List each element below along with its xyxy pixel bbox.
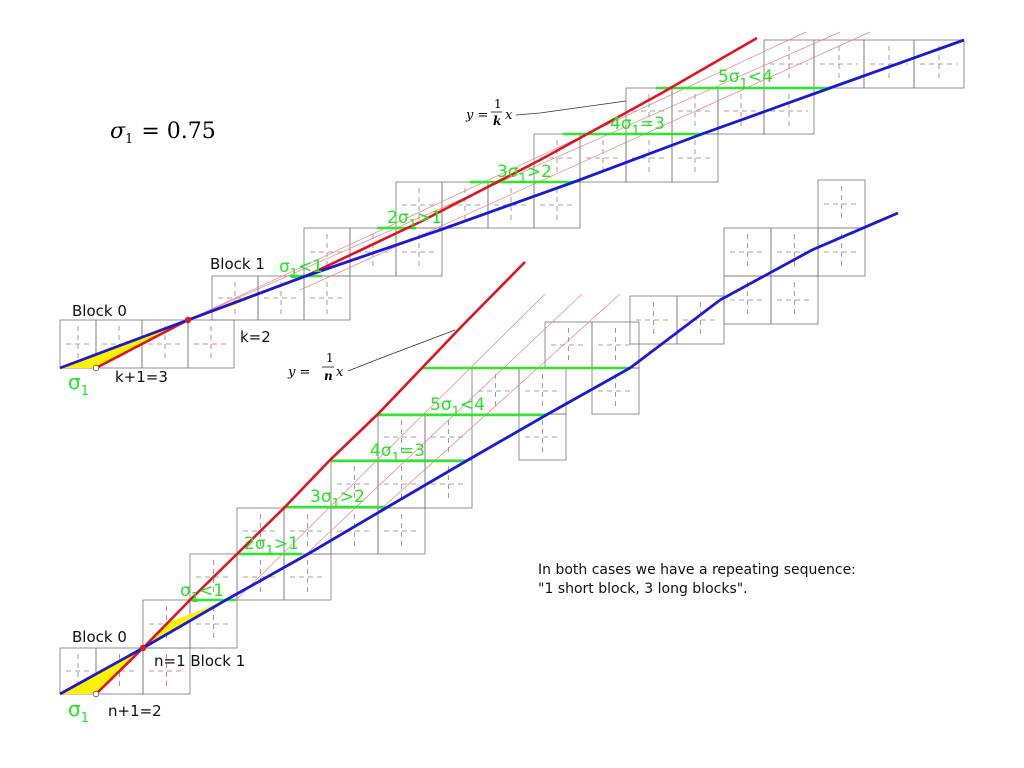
- bottom-thin-lines: [235, 293, 621, 601]
- top-cell-cross: [310, 234, 344, 270]
- bottom-cell-cross: [290, 514, 325, 548]
- bottom-cell-cross: [478, 374, 513, 408]
- bottom-cell-cross: [683, 302, 718, 338]
- bottom-ineq-1: σ1<1: [180, 581, 224, 606]
- bottom-cell-cross: [598, 374, 633, 408]
- sigma-heading: σ1= 0.75: [110, 119, 216, 147]
- bottom-cell-cross: [102, 654, 137, 688]
- bottom-cell-cross: [290, 560, 325, 594]
- top-k2-label: k=2: [240, 328, 271, 346]
- note-line-1: In both cases we have a repeating sequen…: [538, 562, 856, 578]
- bottom-formula: y = 1 n x: [287, 329, 456, 383]
- top-cell-cross: [310, 282, 344, 314]
- top-cell-cross: [494, 188, 528, 222]
- top-ineq-5: 5σ1<4: [718, 67, 773, 92]
- top-cell-cross: [402, 234, 436, 270]
- top-k3-label: k+1=3: [115, 368, 168, 386]
- bottom-cell-cross: [243, 514, 278, 548]
- top-cell-cross: [870, 46, 908, 82]
- bottom-cell-cross: [384, 420, 419, 454]
- bottom-red-line: [95, 261, 526, 695]
- top-cell-cross: [148, 326, 182, 362]
- top-cell-cross: [678, 94, 712, 128]
- top-block0-label: Block 0: [72, 302, 127, 320]
- bottom-cell-cross: [730, 234, 765, 270]
- bottom-cell-cross: [196, 606, 231, 642]
- bottom-grid: [59, 179, 866, 695]
- top-cell-cross: [770, 94, 808, 128]
- bottom-ineq-2: 2σ1>1: [244, 534, 299, 559]
- top-cell-cross: [66, 326, 90, 362]
- bottom-cell-cross: [598, 328, 633, 362]
- svg-text:k: k: [493, 114, 501, 128]
- top-open-dot: [92, 364, 100, 372]
- svg-text:y =: y =: [465, 108, 488, 123]
- bottom-cell-cross: [551, 328, 586, 362]
- svg-text:y =: y =: [287, 365, 310, 380]
- top-cell-cross: [770, 46, 808, 82]
- bottom-open-dot: [92, 690, 100, 698]
- bottom-cell-cross: [730, 282, 765, 318]
- bottom-cell: [817, 179, 866, 229]
- top-cell-cross: [678, 140, 712, 176]
- bottom-cell-cross: [525, 374, 560, 408]
- bottom-block0-label: Block 0: [72, 628, 127, 646]
- bottom-cell-cross: [384, 514, 419, 548]
- top-cell-cross: [540, 188, 574, 222]
- top-formula: y = 1 k x: [465, 97, 627, 128]
- top-cell-cross: [448, 188, 482, 222]
- svg-text:n: n: [324, 369, 333, 383]
- bottom-cell-cross: [384, 466, 419, 502]
- top-cell: [913, 39, 965, 89]
- bottom-cell-cross: [196, 560, 231, 594]
- bottom-cell-cross: [824, 186, 859, 222]
- bottom-intersection-dot: [139, 644, 147, 652]
- top-sigma-label: σ1: [68, 370, 89, 399]
- top-cell-cross: [820, 46, 858, 82]
- bottom-cell-cross: [636, 302, 671, 338]
- bottom-cell-cross: [824, 234, 859, 270]
- top-ineq-4: 4σ1=3: [610, 114, 665, 139]
- bottom-cell-cross: [66, 654, 90, 688]
- bottom-cell-cross: [149, 654, 184, 688]
- bottom-block1-label: n=1 Block 1: [154, 652, 245, 670]
- svg-text:1: 1: [494, 97, 502, 111]
- note-line-2: "1 short block, 3 long blocks".: [538, 581, 748, 597]
- top-cell: [303, 275, 351, 321]
- top-thin-lines: [187, 31, 871, 321]
- top-ineq-2: 2σ1>1: [387, 208, 442, 233]
- top-cell-cross: [264, 282, 298, 314]
- bottom-ineq-4: 4σ1=3: [370, 441, 425, 466]
- svg-text:1: 1: [326, 351, 334, 365]
- top-blue-line: [59, 38, 965, 370]
- top-ineq-1: σ1<1: [279, 257, 323, 282]
- bottom-cell-cross: [243, 560, 278, 594]
- svg-text:x: x: [505, 108, 513, 123]
- bottom-cell-cross: [777, 282, 812, 318]
- svg-text:x: x: [336, 365, 344, 380]
- top-cell-cross: [540, 140, 574, 176]
- bottom-cell: [770, 275, 819, 325]
- top-cell-cross: [920, 46, 958, 82]
- top-cell: [187, 319, 235, 369]
- top-block1-label: Block 1: [210, 255, 265, 273]
- bottom-blue-line: [59, 211, 899, 696]
- bottom-ineq-3: 3σ1>2: [310, 487, 365, 512]
- top-cell-cross: [632, 140, 666, 176]
- top-cell-cross: [724, 94, 758, 128]
- bottom-cell-cross: [525, 420, 560, 454]
- top-intersection-dot: [184, 316, 192, 324]
- top-cell-cross: [194, 326, 228, 362]
- bottom-cell-cross: [431, 466, 466, 502]
- bottom-cell-cross: [337, 466, 372, 502]
- bottom-n2-label: n+1=2: [108, 702, 162, 720]
- bottom-ineq-5: 5σ1<4: [430, 395, 485, 420]
- top-ineq-3: 3σ1>2: [497, 162, 552, 187]
- bottom-sigma-label: σ1: [68, 697, 89, 726]
- top-cell-cross: [402, 188, 436, 222]
- bottom-cell-cross: [337, 514, 372, 548]
